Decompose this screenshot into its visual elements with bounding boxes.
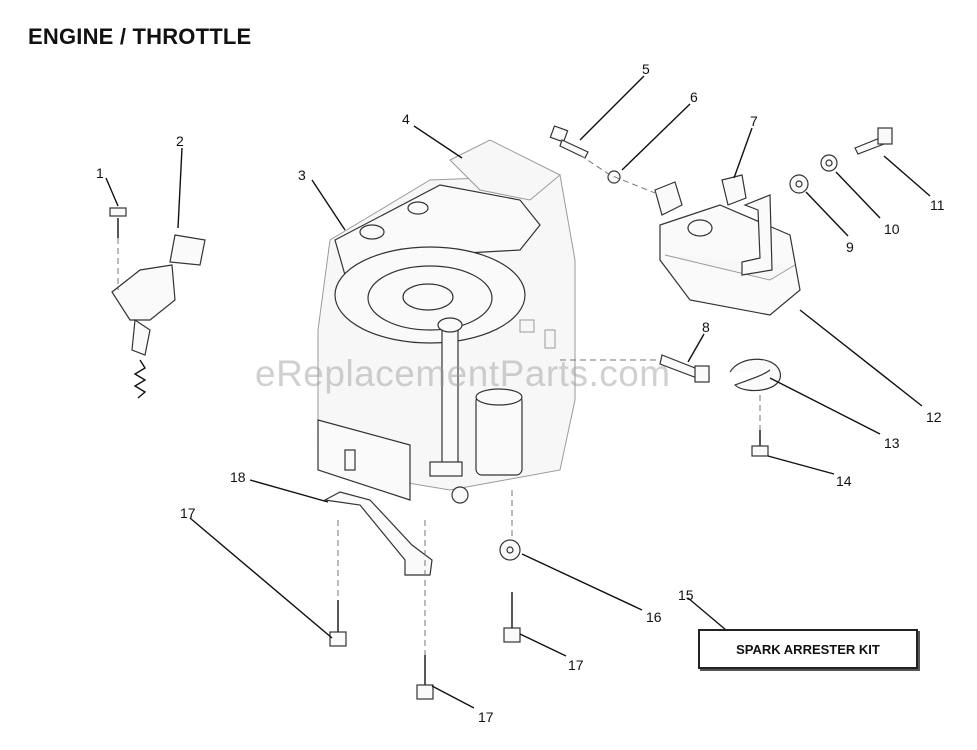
callout-2: 2: [176, 133, 184, 149]
callout-10: 10: [884, 221, 900, 237]
callout-1: 1: [96, 165, 104, 181]
callout-15: 15: [678, 587, 694, 603]
callout-3: 3: [298, 167, 306, 183]
bracket-18: [323, 491, 433, 576]
spark-arrester-kit-label: SPARK ARRESTER KIT: [698, 629, 918, 669]
callout-18: 18: [230, 469, 246, 485]
callout-11: 11: [930, 197, 945, 213]
bolt-11: [854, 127, 893, 155]
spark-arrester-kit-text: SPARK ARRESTER KIT: [736, 641, 880, 657]
diagram-title: ENGINE / THROTTLE: [28, 24, 252, 49]
bolt-8: [659, 354, 710, 383]
muffler: [659, 194, 801, 316]
leader-lines: [105, 75, 931, 709]
callout-4: 4: [402, 111, 410, 127]
callout-17-left: 17: [180, 505, 196, 521]
watermark-text: eReplacementParts.com: [255, 353, 671, 394]
engine-block: [317, 174, 576, 504]
bolt-17-bottom: [416, 655, 434, 700]
throttle-control: [109, 207, 206, 399]
callout-13: 13: [884, 435, 900, 451]
callout-14: 14: [836, 473, 852, 489]
callout-9: 9: [846, 239, 854, 255]
bolt-17-center: [503, 592, 521, 643]
callout-7: 7: [750, 113, 758, 129]
callout-5: 5: [642, 61, 650, 77]
spark-arrester-clip: [729, 358, 781, 392]
exhaust-flange: [654, 181, 683, 216]
bolt-17-left: [329, 600, 347, 647]
callout-numbers: 1 2 3 4 5 6 7 8 9 10 11 12 13 14 15 16 1…: [96, 61, 945, 725]
callout-16: 16: [646, 609, 662, 625]
gasket-7: [721, 174, 747, 206]
callout-6: 6: [690, 89, 698, 105]
callout-17-center: 17: [568, 657, 584, 673]
bolt-5: [549, 125, 589, 159]
callout-8: 8: [702, 319, 710, 335]
callout-12: 12: [926, 409, 942, 425]
callout-17-bottom: 17: [478, 709, 494, 725]
fuel-tank-outline: [449, 139, 561, 201]
screw-14: [751, 430, 769, 457]
